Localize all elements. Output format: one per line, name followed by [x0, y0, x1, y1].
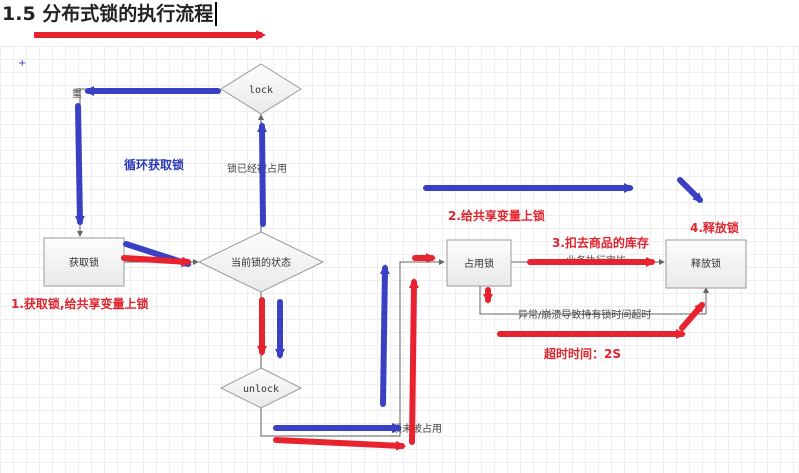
node-occupy-lock-label: 占用锁 — [464, 257, 494, 270]
node-unlock-label: unlock — [243, 384, 279, 395]
page-title: 1.5 分布式锁的执行流程 — [2, 2, 218, 26]
blue-arrows — [74, 86, 703, 433]
annotation-step4: 4.释放锁 — [690, 220, 739, 235]
edge-label-abnormal-timeout: 异常/崩溃导致持有锁时间超时 — [518, 308, 651, 321]
node-lock-state: 当前锁的状态 — [197, 231, 325, 293]
node-release-lock-label: 释放锁 — [691, 257, 721, 270]
red-arrows — [121, 253, 705, 451]
annotation-timeout: 超时时间：2S — [543, 346, 621, 361]
node-unlock: unlock — [219, 367, 303, 409]
annotation-loop: 循环获取锁 — [124, 157, 184, 172]
node-lock-state-label: 当前锁的状态 — [231, 256, 291, 269]
edge-label-lock-occupied: 锁已经被占用 — [227, 162, 287, 175]
edge-label-lock-not-occupied: 锁未被占用 — [392, 422, 442, 435]
annotation-step3: 3.扣去商品的库存 — [552, 235, 649, 250]
node-acquire-lock: 获取锁 — [43, 237, 125, 287]
node-lock: lock — [220, 63, 302, 115]
node-acquire-lock-label: 获取锁 — [69, 256, 99, 269]
annotation-step2: 2.给共享变量上锁 — [448, 208, 545, 223]
node-release-lock: 释放锁 — [665, 239, 747, 289]
edge-label-retry: 重 — [72, 87, 82, 100]
annotation-step1: 1.获取锁,给共享变量上锁 — [11, 296, 148, 311]
cursor-mark: + — [18, 58, 26, 69]
node-lock-label: lock — [249, 85, 273, 96]
node-occupy-lock: 占用锁 — [446, 239, 512, 287]
